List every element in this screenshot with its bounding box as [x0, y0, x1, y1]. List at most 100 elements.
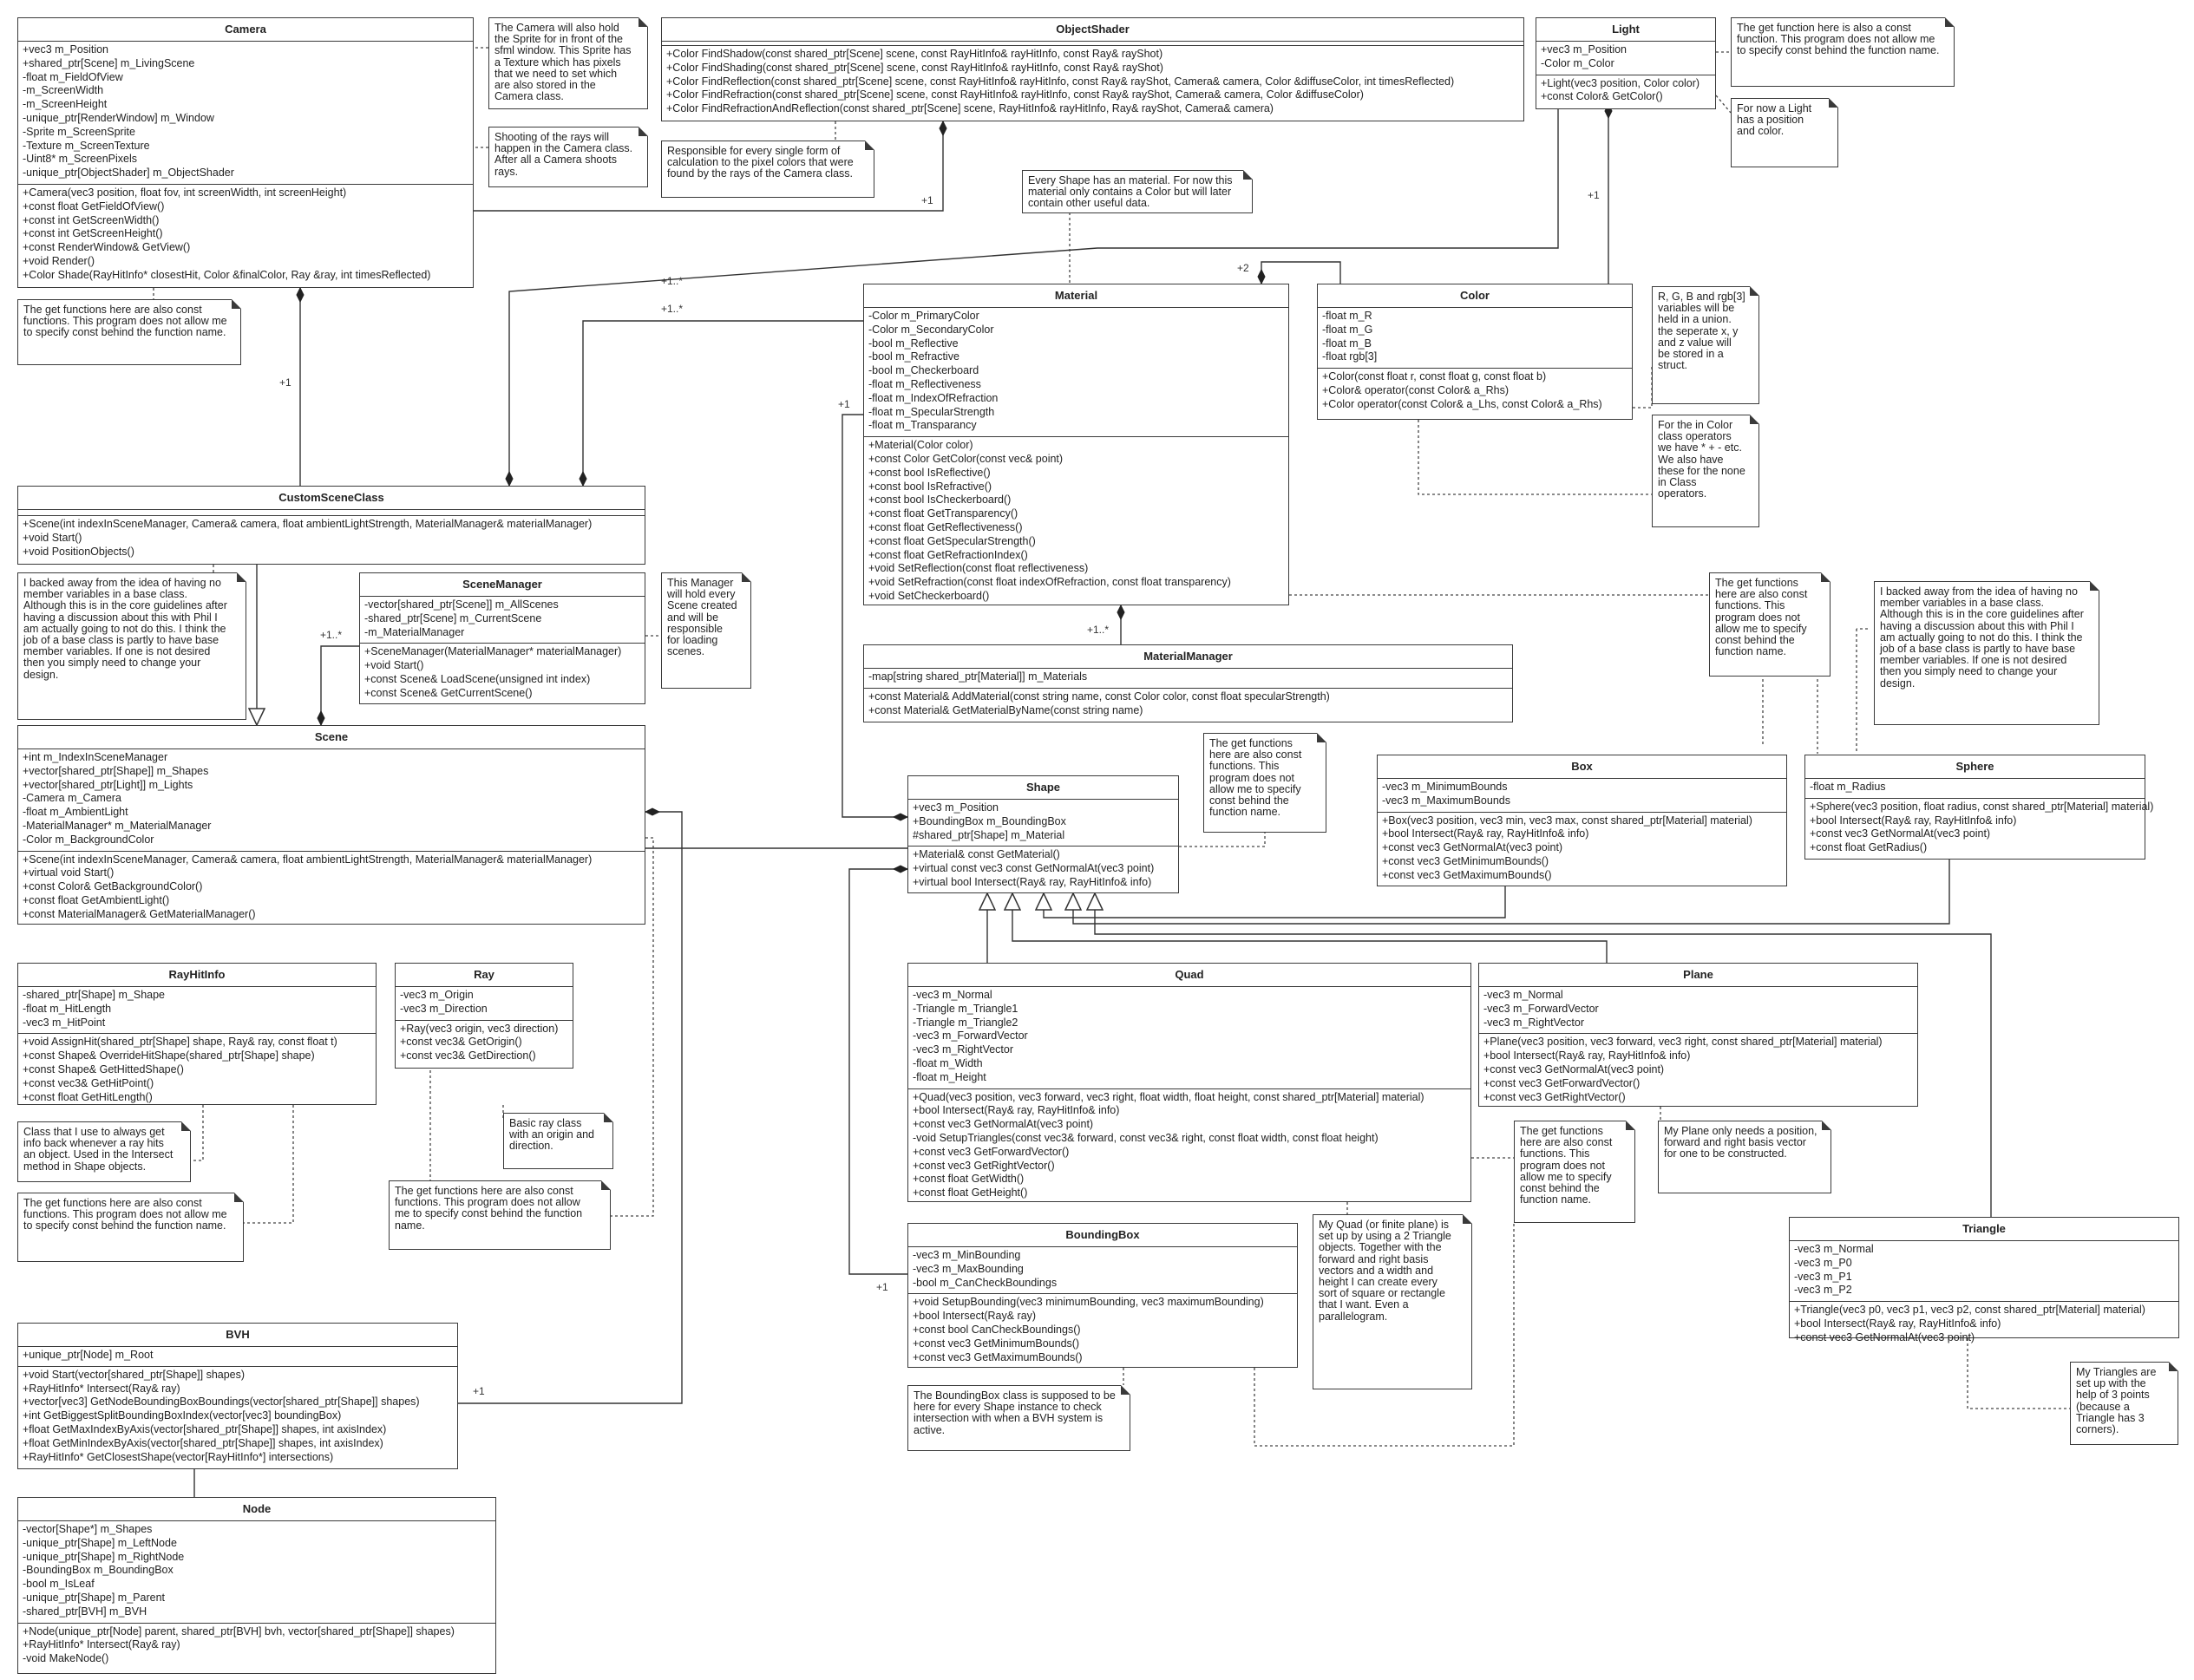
method-row: +const vec3 GetNormalAt(vec3 point) [1810, 827, 1991, 840]
method-row: +const int GetScreenHeight() [23, 227, 163, 240]
attribute-row: +vector[shared_ptr[Light]] m_Lights [23, 778, 193, 791]
class-quad[interactable]: Quad -vec3 m_Normal-Triangle m_Triangle1… [907, 963, 1471, 1202]
attribute-row: -float m_FieldOfView [23, 70, 123, 83]
attribute-row: -shared_ptr[Shape] m_Shape [23, 989, 165, 1001]
note-light-get: The get function here is also a const fu… [1731, 17, 1955, 87]
attributes: -vec3 m_Normal-Triangle m_Triangle1-Tria… [908, 987, 1470, 1089]
attribute-row: -vec3 m_MaxBounding [913, 1262, 1024, 1275]
method-row: +const RenderWindow& GetView() [23, 241, 191, 254]
class-name: BVH [18, 1324, 457, 1347]
method-row: +virtual const vec3 const GetNormalAt(ve… [913, 862, 1155, 875]
method-row: +const vec3 GetNormalAt(vec3 point) [1483, 1062, 1665, 1075]
class-material[interactable]: Material -Color m_PrimaryColor-Color m_S… [863, 284, 1289, 605]
method-row: +Color operator(const Color& a_Lhs, cons… [1322, 397, 1602, 410]
class-camera[interactable]: Camera +vec3 m_Position+shared_ptr[Scene… [17, 17, 474, 288]
note-backed-away-2: I backed away from the idea of having no… [1874, 581, 2099, 725]
class-color[interactable]: Color -float m_R-float m_G-float m_B-flo… [1317, 284, 1633, 420]
class-name: ObjectShader [662, 18, 1523, 42]
methods: +Color(const float r, const float g, con… [1318, 369, 1632, 415]
method-row: +const float GetHitLength() [23, 1090, 153, 1103]
class-node[interactable]: Node -vector[Shape*] m_Shapes-unique_ptr… [17, 1497, 496, 1674]
class-name: Color [1318, 284, 1632, 308]
attribute-row: +unique_ptr[Node] m_Root [23, 1349, 154, 1361]
method-row: +const float GetRefractionIndex() [868, 548, 1028, 561]
method-row: +const float GetWidth() [913, 1173, 1025, 1186]
attribute-row: -vec3 m_Origin [400, 989, 474, 1001]
method-row: +const vec3 GetMaximumBounds() [1382, 868, 1552, 881]
shape-scene-composition [583, 320, 876, 486]
class-shape[interactable]: Shape +vec3 m_Position+BoundingBox m_Bou… [907, 775, 1179, 893]
class-ray[interactable]: Ray -vec3 m_Origin-vec3 m_Direction +Ray… [395, 963, 573, 1069]
attribute-row: -bool m_Reflective [868, 337, 959, 350]
methods: +Box(vec3 position, vec3 min, vec3 max, … [1378, 813, 1786, 886]
class-custom-scene[interactable]: CustomSceneClass +Scene(int indexInScene… [17, 486, 645, 565]
class-scene-manager[interactable]: SceneManager -vector[shared_ptr[Scene]] … [359, 572, 645, 704]
method-row: +Quad(vec3 position, vec3 forward, vec3 … [913, 1090, 1424, 1103]
attribute-row: -Sprite m_ScreenSprite [23, 125, 135, 138]
attributes [662, 42, 1523, 46]
attribute-row: -bool m_Refractive [868, 350, 959, 363]
attribute-row: -float m_Width [913, 1056, 983, 1069]
mult-light-color: +1 [1588, 189, 1600, 201]
methods: +Camera(vec3 position, float fov, int sc… [18, 185, 473, 286]
method-row: +Material(Color color) [868, 439, 973, 452]
class-scene[interactable]: Scene +int m_IndexInSceneManager+vector[… [17, 725, 645, 925]
attributes: +unique_ptr[Node] m_Root [18, 1347, 457, 1367]
method-row: +const bool CanCheckBoundings() [913, 1323, 1081, 1336]
note-ray-hit-class: Class that I use to always get info back… [17, 1121, 191, 1182]
attribute-row: -unique_ptr[RenderWindow] m_Window [23, 111, 214, 124]
note-material-get: The get functions here are also const fu… [1709, 572, 1831, 677]
mult-shape-scene: +1..* [661, 303, 684, 315]
method-row: -void SetupTriangles(const vec3& forward… [913, 1131, 1379, 1144]
methods: +Node(unique_ptr[Node] parent, shared_pt… [18, 1624, 495, 1670]
method-row: -void MakeNode() [23, 1652, 109, 1665]
class-light[interactable]: Light +vec3 m_Position-Color m_Color +Li… [1536, 17, 1716, 109]
method-row: +const float GetHeight() [913, 1186, 1028, 1200]
attribute-row: -map[string shared_ptr[Material]] m_Mate… [868, 670, 1088, 683]
method-row: +Sphere(vec3 position, float radius, con… [1810, 800, 2154, 813]
attributes: -vector[shared_ptr[Scene]] m_AllScenes-s… [360, 597, 645, 644]
method-row: +bool Intersect(Ray& ray, RayHitInfo& in… [1382, 827, 1589, 840]
method-row: +void SetRefraction(const float indexOfR… [868, 576, 1231, 589]
method-row: +const Scene& LoadScene(unsigned int ind… [364, 672, 591, 685]
method-row: +const vec3 GetNormalAt(vec3 point) [913, 1118, 1094, 1131]
method-row: +const vec3 GetMinimumBounds() [913, 1337, 1080, 1350]
attributes: -map[string shared_ptr[Material]] m_Mate… [864, 669, 1512, 689]
methods: +Triangle(vec3 p0, vec3 p1, vec3 p2, con… [1790, 1302, 2178, 1348]
method-row: +const Material& AddMaterial(const strin… [868, 690, 1330, 703]
class-object-shader[interactable]: ObjectShader +Color FindShadow(const sha… [661, 17, 1524, 121]
attribute-row: -float m_Transparancy [868, 419, 977, 432]
class-triangle[interactable]: Triangle -vec3 m_Normal-vec3 m_P0-vec3 m… [1789, 1217, 2179, 1343]
attribute-row: -Triangle m_Triangle2 [913, 1016, 1018, 1029]
method-row: +const vec3 GetRightVector() [1483, 1090, 1626, 1103]
note-shape-get: The get functions here are also const fu… [1203, 733, 1326, 833]
attributes: -vec3 m_MinBounding-vec3 m_MaxBounding-b… [908, 1247, 1297, 1295]
attributes: +vec3 m_Position+shared_ptr[Scene] m_Liv… [18, 42, 473, 185]
attribute-row: -bool m_IsLeaf [23, 1578, 95, 1591]
class-plane[interactable]: Plane -vec3 m_Normal-vec3 m_ForwardVecto… [1478, 963, 1918, 1107]
method-row: +Plane(vec3 position, vec3 forward, vec3… [1483, 1036, 1883, 1049]
methods: +void SetupBounding(vec3 minimumBounding… [908, 1294, 1297, 1368]
attribute-row: -vec3 m_ForwardVector [1483, 1002, 1599, 1015]
method-row: +const vec3 GetNormalAt(vec3 point) [1794, 1330, 1975, 1343]
class-bounding-box[interactable]: BoundingBox -vec3 m_MinBounding-vec3 m_M… [907, 1223, 1298, 1368]
plane-shape-generalization [1012, 893, 1608, 963]
method-row: +const vec3 GetMinimumBounds() [1382, 854, 1549, 867]
class-ray-hit-info[interactable]: RayHitInfo -shared_ptr[Shape] m_Shape-fl… [17, 963, 377, 1105]
bbox-shape-composition [848, 869, 907, 1275]
attribute-row: -Color m_PrimaryColor [868, 310, 979, 322]
class-bvh[interactable]: BVH +unique_ptr[Node] m_Root +void Start… [17, 1323, 458, 1469]
attribute-row: -vector[shared_ptr[Scene]] m_AllScenes [364, 598, 559, 611]
note-quad: My Quad (or finite plane) is set up by u… [1313, 1214, 1472, 1389]
class-box[interactable]: Box -vec3 m_MinimumBounds-vec3 m_Maximum… [1377, 755, 1787, 886]
method-row: +const bool IsRefractive() [868, 480, 992, 493]
attribute-row: -unique_ptr[Shape] m_LeftNode [23, 1536, 177, 1549]
method-row: +Box(vec3 position, vec3 min, vec3 max, … [1382, 814, 1752, 827]
class-material-manager[interactable]: MaterialManager -map[string shared_ptr[M… [863, 644, 1513, 722]
attribute-row: -float m_AmbientLight [23, 806, 128, 819]
methods: +Quad(vec3 position, vec3 forward, vec3 … [908, 1089, 1470, 1204]
class-sphere[interactable]: Sphere -float m_Radius +Sphere(vec3 posi… [1804, 755, 2154, 860]
mult-material-color: +2 [1237, 262, 1249, 274]
note-link [1179, 833, 1266, 847]
methods: +SceneManager(MaterialManager* materialM… [360, 644, 645, 703]
